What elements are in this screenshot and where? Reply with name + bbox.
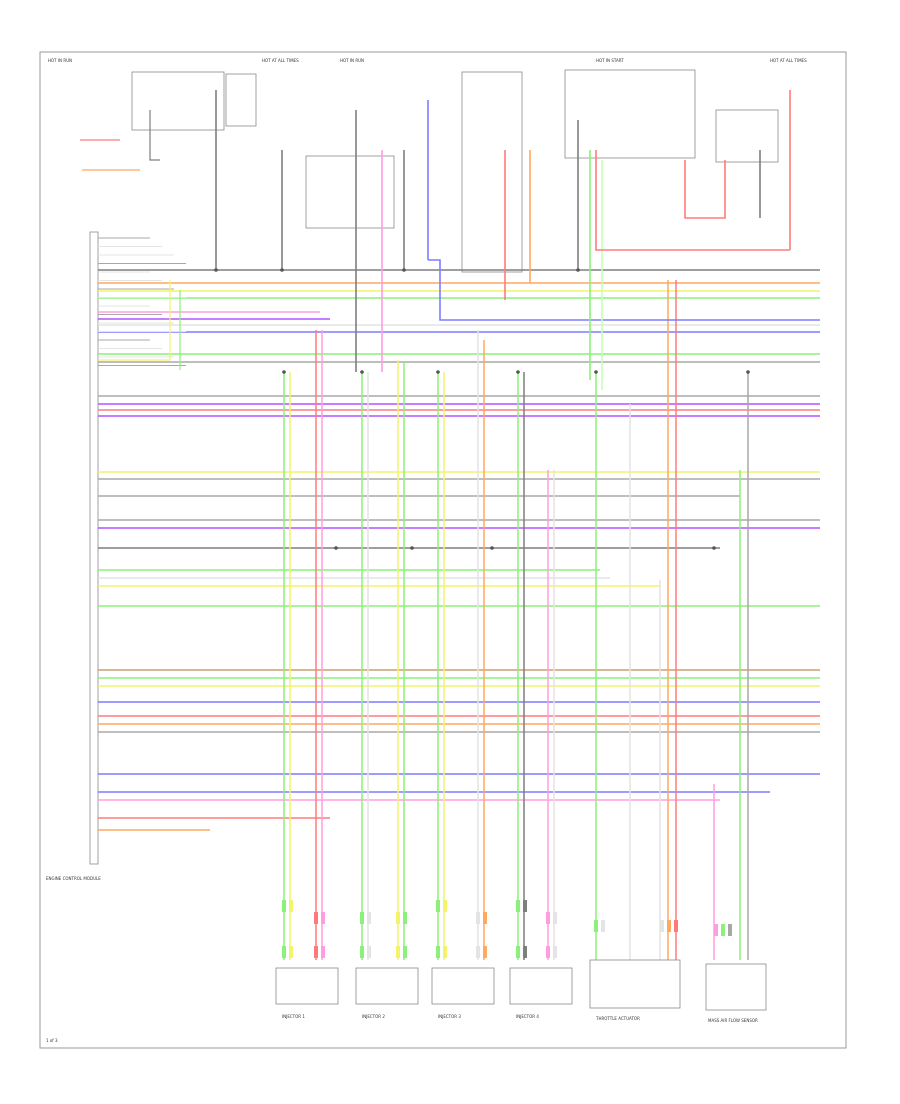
connector-pin-132 [714, 924, 718, 936]
connector-pin-149 [546, 946, 550, 958]
injector-3-label: INJECTOR 3 [438, 1014, 461, 1019]
connector-pin-143 [436, 946, 440, 958]
splice-107 [334, 546, 338, 550]
wire-94 [149, 110, 160, 161]
injector-1-label: INJECTOR 1 [282, 1014, 305, 1019]
relay-box-4 [305, 155, 395, 229]
splice-98 [280, 268, 284, 272]
relay-box-2 [564, 69, 696, 159]
connector-pin-119 [436, 900, 440, 912]
injector-2-box [355, 967, 419, 1005]
splice-104 [516, 370, 520, 374]
connector-pin-135 [282, 946, 286, 958]
connector-pin-141 [396, 946, 400, 958]
splice-109 [490, 546, 494, 550]
connector-pin-126 [553, 912, 557, 924]
label-hot-in-run-2: HOT IN RUN [340, 58, 364, 63]
splice-106 [746, 370, 750, 374]
connector-pin-120 [443, 900, 447, 912]
page-number: 1 of 3 [46, 1038, 58, 1043]
connector-pin-129 [660, 920, 664, 932]
connector-pin-131 [674, 920, 678, 932]
connector-pin-140 [367, 946, 371, 958]
injector-2-label: INJECTOR 2 [362, 1014, 385, 1019]
connector-pin-146 [483, 946, 487, 958]
splice-105 [594, 370, 598, 374]
connector-pin-134 [728, 924, 732, 936]
label-hot-at-all-times-2: HOT AT ALL TIMES [770, 58, 807, 63]
connector-pin-118 [403, 912, 407, 924]
diagram-frame [39, 51, 847, 1049]
connector-pin-147 [516, 946, 520, 958]
connector-pin-137 [314, 946, 318, 958]
injector-1-box [275, 967, 339, 1005]
wire-82 [428, 259, 820, 321]
wire-89 [595, 150, 790, 251]
connector-pin-123 [516, 900, 520, 912]
relay-box-3 [715, 109, 779, 163]
splice-97 [214, 268, 218, 272]
throttle-actuator-label: THROTTLE ACTUATOR [595, 1016, 640, 1021]
connector-pin-111 [282, 900, 286, 912]
connector-pin-117 [396, 912, 400, 924]
label-hot-in-start: HOT IN START [596, 58, 624, 63]
connector-pin-133 [721, 924, 725, 936]
relay-box-5 [461, 71, 523, 273]
splice-102 [360, 370, 364, 374]
ecm-label: ENGINE CONTROL MODULE [46, 876, 101, 881]
connector-pin-114 [321, 912, 325, 924]
connector-pin-112 [289, 900, 293, 912]
maf-sensor-box [705, 963, 767, 1011]
splice-100 [576, 268, 580, 272]
connector-pin-113 [314, 912, 318, 924]
splice-108 [410, 546, 414, 550]
connector-pin-144 [443, 946, 447, 958]
splice-99 [402, 268, 406, 272]
injector-4-box [509, 967, 573, 1005]
connector-pin-145 [476, 946, 480, 958]
connector-pin-125 [546, 912, 550, 924]
relay-box-1 [131, 71, 225, 131]
connector-pin-150 [553, 946, 557, 958]
connector-pin-127 [594, 920, 598, 932]
splice-110 [712, 546, 716, 550]
splice-101 [282, 370, 286, 374]
label-hot-at-all-times: HOT AT ALL TIMES [262, 58, 299, 63]
connector-pin-115 [360, 912, 364, 924]
maf-sensor-label: MASS AIR FLOW SENSOR [708, 1018, 758, 1023]
connector-pin-142 [403, 946, 407, 958]
wire-group [80, 90, 820, 960]
connector-pin-138 [321, 946, 325, 958]
connector-pin-121 [476, 912, 480, 924]
wire-95 [98, 280, 171, 361]
ecm-pin-column [89, 231, 99, 865]
splice-103 [436, 370, 440, 374]
fuse-box-1 [225, 73, 257, 127]
connector-pin-128 [601, 920, 605, 932]
label-hot-in-run-1: HOT IN RUN [48, 58, 72, 63]
connector-pin-136 [289, 946, 293, 958]
connector-pin-148 [523, 946, 527, 958]
connector-pin-116 [367, 912, 371, 924]
throttle-actuator-box [589, 959, 681, 1009]
connector-pin-124 [523, 900, 527, 912]
connector-pin-130 [667, 920, 671, 932]
injector-4-label: INJECTOR 4 [516, 1014, 539, 1019]
connector-pin-139 [360, 946, 364, 958]
connector-pin-122 [483, 912, 487, 924]
injector-3-box [431, 967, 495, 1005]
wire-90 [684, 160, 726, 219]
